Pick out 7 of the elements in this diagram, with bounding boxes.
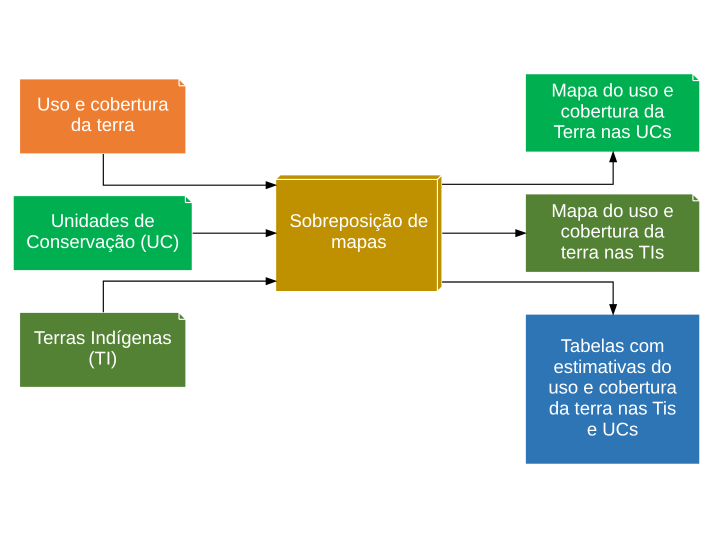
arrow [102,154,278,190]
node-box: Tabelas com estimativas do uso e cobertura da terra nas Tis e UCs [524,314,700,465]
arrow [442,150,618,185]
arrow [102,277,278,312]
arrow [192,229,278,238]
arrow [442,229,527,238]
arrow [442,281,618,316]
